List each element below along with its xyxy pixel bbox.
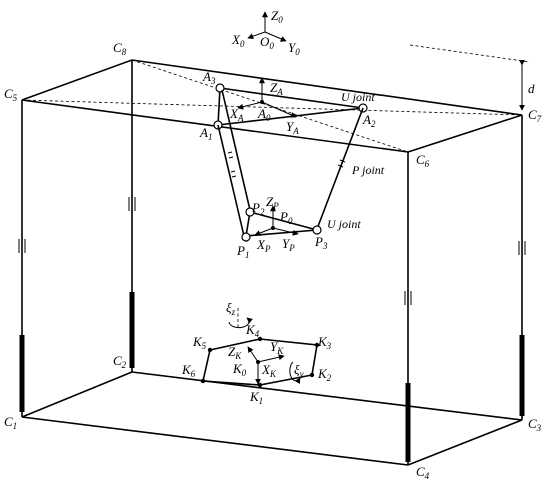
label-k4: K4 (245, 322, 260, 339)
frame-edge-c8-c7 (131, 59, 523, 116)
label-p0: P0 (279, 209, 293, 226)
label-xi-z: ξz (226, 300, 236, 317)
top-diagonal-c5-c7 (21, 99, 523, 116)
frame-edge-c3-c4 (407, 419, 523, 466)
frame-edge-c4-c1 (21, 416, 409, 466)
label-z0: Z0 (271, 8, 283, 25)
label-xk: XK (261, 362, 277, 379)
frame-edge-c1-c2 (21, 371, 133, 418)
label-u-joint-bottom: U joint (327, 217, 361, 231)
label-d: d (528, 81, 535, 96)
label-o0: O0 (260, 34, 274, 51)
corner-labels: C5 C8 C7 C6 C2 C1 C3 C4 (4, 40, 542, 481)
label-x0: X0 (231, 32, 245, 49)
label-yp: YP (282, 236, 295, 253)
label-k0: K0 (232, 361, 247, 378)
label-c8: C8 (113, 40, 127, 57)
label-k5: K5 (192, 334, 207, 351)
prismatic-marks (18, 197, 526, 305)
leg-a1-p1 (217, 124, 245, 237)
vertex-k3 (314, 342, 320, 348)
label-p-joint: P joint (351, 163, 385, 177)
rotation-xi-z-icon (228, 317, 253, 329)
label-xi-y: ξy (294, 362, 304, 379)
label-k2: K2 (317, 366, 332, 383)
top-platform: ZA XA A0 YA A3 A1 A2 U joint (199, 69, 376, 142)
global-frame: Z0 X0 O0 Y0 (231, 8, 300, 57)
label-a3: A3 (202, 69, 216, 86)
label-c2: C2 (113, 353, 127, 370)
joint-p2 (245, 207, 255, 217)
label-xp: XP (256, 237, 271, 254)
label-c1: C1 (4, 414, 17, 431)
frame-edge-c5-c8 (21, 59, 133, 101)
rotation-xi-y-icon (289, 361, 301, 385)
label-p2: P2 (251, 200, 265, 217)
vertex-k4 (257, 336, 263, 342)
label-c6: C6 (416, 152, 430, 169)
label-k3: K3 (317, 334, 332, 351)
joint-p1 (241, 232, 251, 242)
label-c7: C7 (528, 107, 542, 124)
label-zp: ZP (266, 194, 279, 211)
label-a0: A0 (257, 106, 271, 123)
label-y0: Y0 (288, 40, 300, 57)
moving-platform: ZP P0 XP YP P1 P2 P3 U joint (236, 194, 361, 260)
label-c5: C5 (4, 86, 18, 103)
label-xa: XA (229, 106, 244, 123)
vertex-k2 (309, 372, 315, 378)
label-c3: C3 (528, 416, 542, 433)
frame-edge-c2-c3 (131, 371, 523, 421)
label-a1: A1 (199, 125, 212, 142)
frame-edge-c7-c6 (407, 114, 523, 153)
legs: P joint (217, 89, 385, 237)
leg-a3-p2 (221, 89, 251, 211)
label-ya: YA (286, 119, 299, 136)
vertex-k5 (207, 347, 213, 353)
label-p1: P1 (236, 243, 249, 260)
label-k6: K6 (181, 362, 196, 379)
label-p3: P3 (314, 234, 328, 251)
offset-d-dimension: d (409, 44, 535, 111)
leg-a2-p3 (316, 107, 364, 230)
label-zk: ZK (228, 344, 242, 361)
frame-box (18, 59, 526, 466)
joint-p3 (312, 225, 322, 235)
base-hexagon: K4 K5 K3 K6 K2 K1 ZK K0 XK YK ξz ξy (181, 300, 332, 406)
label-a2: A2 (362, 112, 376, 129)
label-k1: K1 (249, 389, 263, 406)
label-yk: YK (270, 339, 284, 356)
label-c4: C4 (416, 464, 430, 481)
label-za: ZA (270, 80, 283, 97)
vertex-k6 (200, 378, 206, 384)
label-u-joint-top: U joint (341, 90, 375, 104)
